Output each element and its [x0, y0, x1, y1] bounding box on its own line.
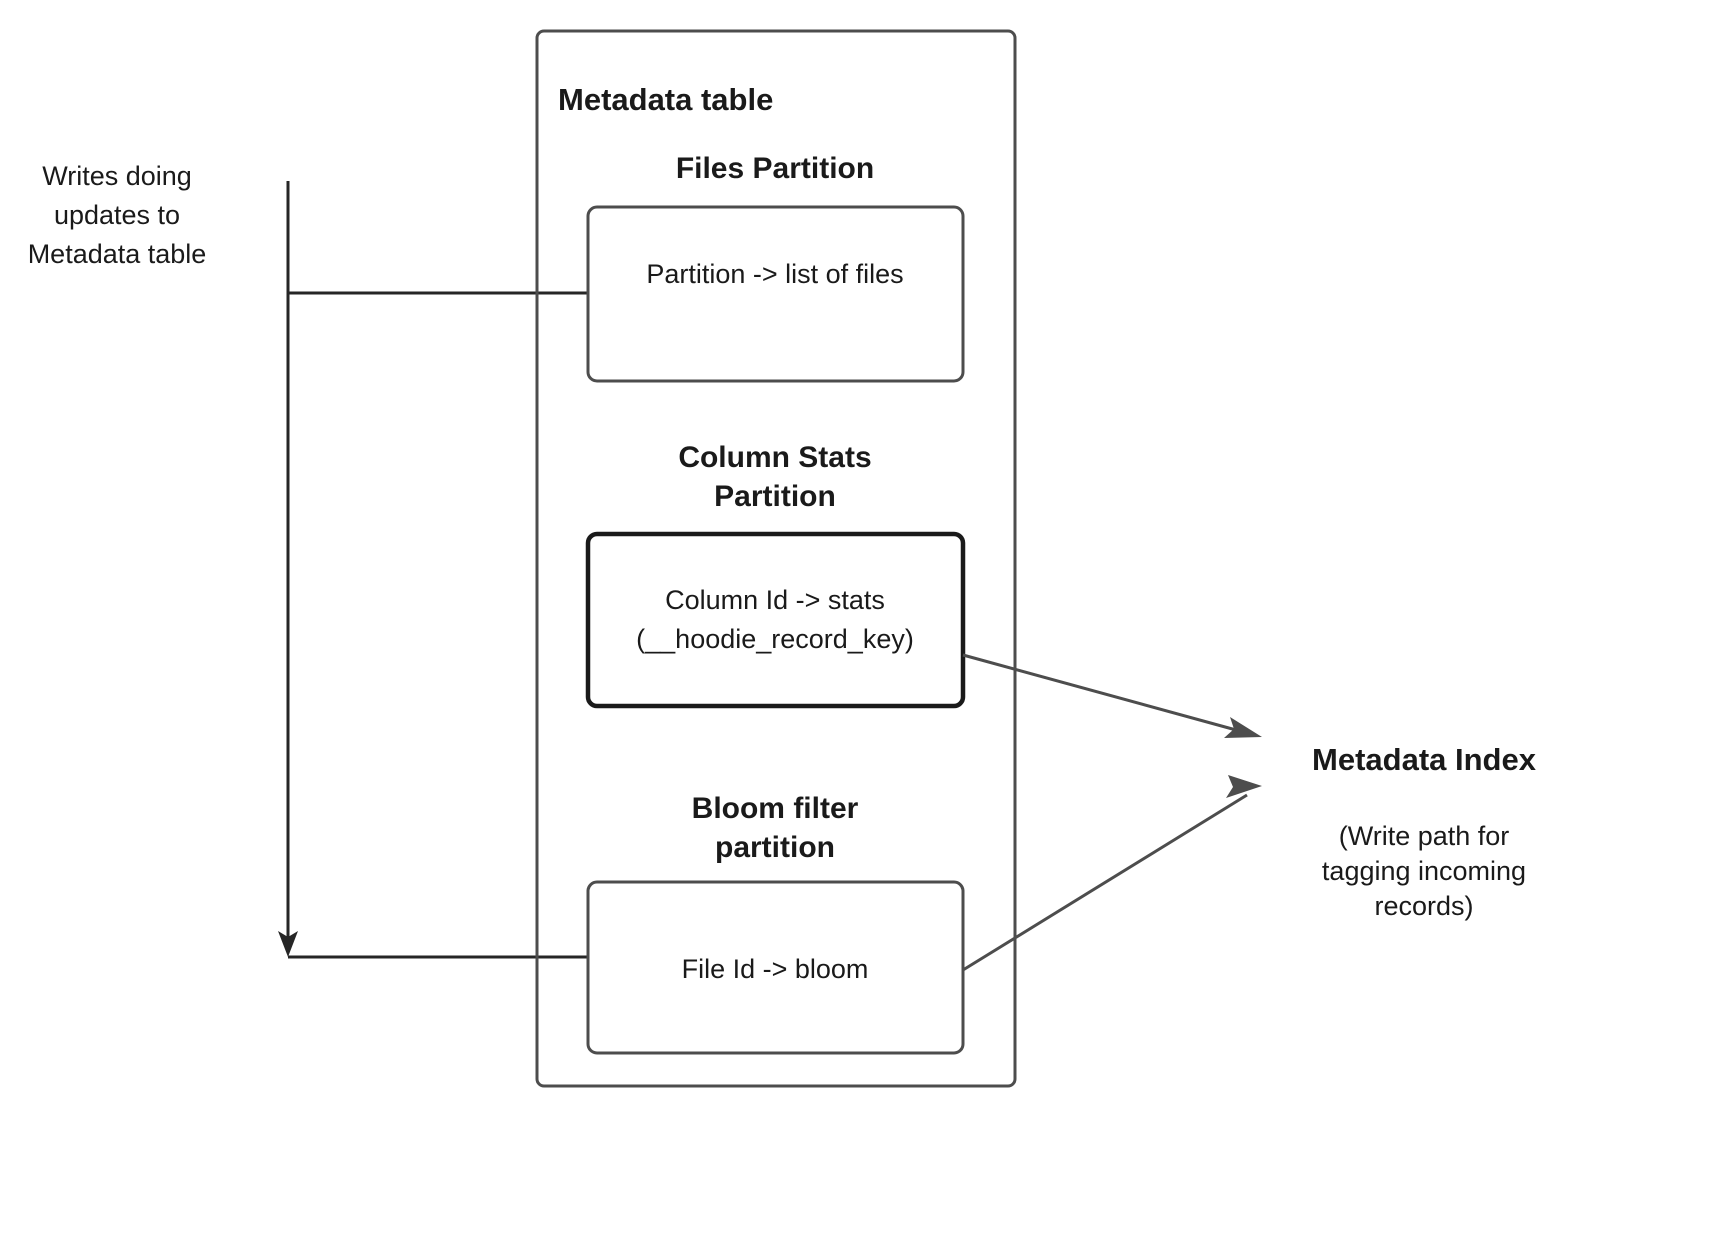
column-stats-box-text-line-1: Column Id -> stats	[665, 585, 885, 615]
metadata-index-note-line-1: (Write path for	[1339, 821, 1510, 851]
metadata-index-title: Metadata Index	[1312, 742, 1537, 777]
bloom-filter-box	[586, 880, 965, 1055]
bloom-filter-heading-line-2: partition	[715, 831, 835, 864]
column-stats-heading-line-1: Column Stats	[678, 441, 871, 474]
files-partition-box-text: Partition -> list of files	[646, 259, 903, 289]
bloom-filter-box-text: File Id -> bloom	[682, 954, 869, 984]
bloom-filter-heading-line-1: Bloom filter	[692, 792, 859, 825]
files-partition-box	[586, 205, 965, 383]
metadata-index-note-line-3: records)	[1374, 891, 1473, 921]
metadata-index-note-line-2: tagging incoming	[1322, 856, 1526, 886]
bloom-to-index-line	[962, 793, 1248, 972]
files-partition-heading: Files Partition	[676, 152, 874, 185]
bloom-to-index-arrowhead-icon	[1226, 775, 1262, 798]
column-stats-box	[585, 531, 966, 709]
left-note-line-3: Metadata table	[28, 239, 207, 269]
column-stats-heading-line-2: Partition	[714, 480, 836, 513]
column-stats-to-index-arrowhead-icon	[1224, 717, 1262, 738]
column-stats-to-index-line	[962, 653, 1248, 735]
metadata-table-container	[535, 29, 1017, 1088]
metadata-table-label: Metadata table	[558, 82, 773, 117]
column-stats-box-text-line-2: (__hoodie_record_key)	[636, 624, 914, 654]
left-note-line-1: Writes doing	[42, 161, 192, 191]
writes-trunk-arrowhead-icon	[278, 931, 298, 957]
left-note-line-2: updates to	[54, 200, 180, 230]
